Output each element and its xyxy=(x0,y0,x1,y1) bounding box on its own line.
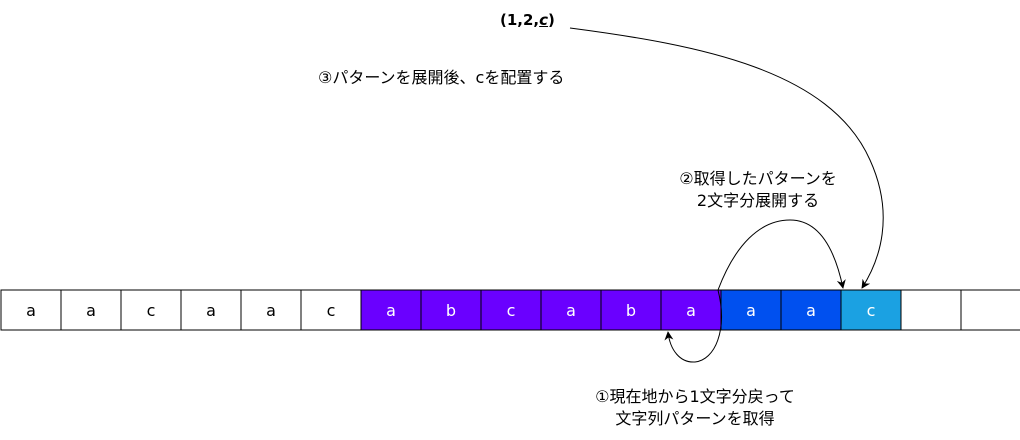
cell-char: a xyxy=(566,301,576,320)
cell-box xyxy=(960,289,1020,331)
cell-char: c xyxy=(867,301,876,320)
cell-char: a xyxy=(26,301,36,320)
cell-char: a xyxy=(686,301,696,320)
triple-label: (1,2,c) xyxy=(500,11,555,29)
step3-label: ③パターンを展開後、cを配置する xyxy=(318,68,565,87)
step2-line-2: 2文字分展開する xyxy=(696,191,820,210)
cell-char: a xyxy=(206,301,216,320)
cell-box xyxy=(660,289,722,331)
cell-box xyxy=(300,289,362,331)
cell-char: a xyxy=(86,301,96,320)
cell-char: a xyxy=(806,301,816,320)
cell-box xyxy=(720,289,782,331)
step1-label: ①現在地から1文字分戻って 文字列パターンを取得 xyxy=(560,386,830,430)
cell-char: a xyxy=(386,301,396,320)
cell-char: b xyxy=(446,301,456,320)
expand-pattern-arrow xyxy=(717,219,846,291)
cell-box xyxy=(420,289,482,331)
cell-box xyxy=(120,289,182,331)
cell-char: c xyxy=(327,301,336,320)
cell-box xyxy=(0,289,62,331)
cell-box xyxy=(240,289,302,331)
cell-box xyxy=(480,289,542,331)
cell-box xyxy=(540,289,602,331)
cell-box xyxy=(60,289,122,331)
cell-box xyxy=(780,289,842,331)
place-char-arrow xyxy=(569,27,884,289)
cell-char: a xyxy=(266,301,276,320)
cell-char: a xyxy=(746,301,756,320)
step2-line-1: ②取得したパターンを xyxy=(679,169,837,188)
cell-char: c xyxy=(507,301,516,320)
cell-box xyxy=(360,289,422,331)
cell-char: b xyxy=(626,301,636,320)
cell-char: c xyxy=(147,301,156,320)
step1-line-1: ①現在地から1文字分戻って xyxy=(595,387,795,406)
step2-label: ②取得したパターンを 2文字分展開する xyxy=(640,168,876,212)
step1-line-2: 文字列パターンを取得 xyxy=(615,409,775,428)
cell-box xyxy=(900,289,962,331)
back-one-arrow xyxy=(664,289,722,363)
